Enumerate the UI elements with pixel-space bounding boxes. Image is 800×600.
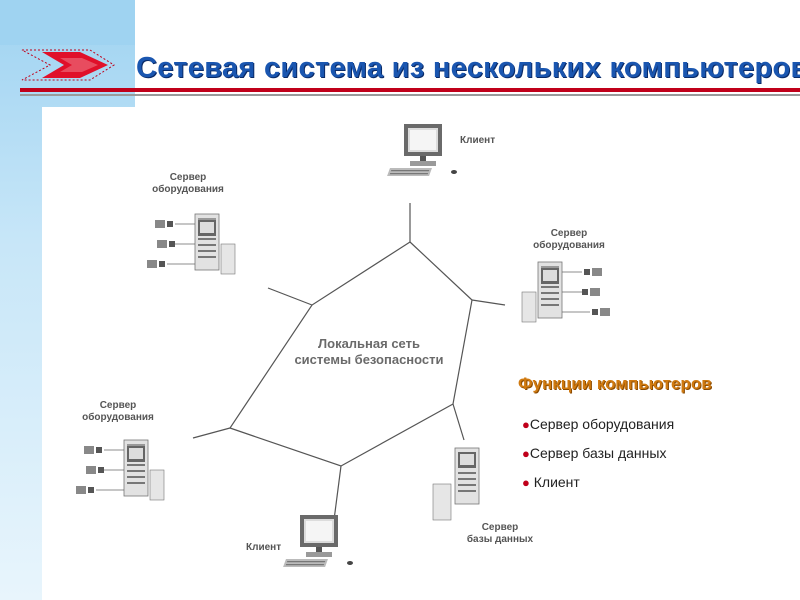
computer-monitor-icon	[387, 124, 457, 176]
network-label-line: Локальная сеть	[318, 336, 420, 351]
top-band	[0, 0, 800, 45]
label-db-server: Сервер базы данных	[452, 522, 548, 546]
network-label-line: системы безопасности	[294, 352, 444, 367]
list-item: ●Сервер оборудования	[522, 414, 674, 443]
list-item: ● Клиент	[522, 472, 674, 501]
computer-monitor-icon	[283, 515, 353, 567]
label-client-top: Клиент	[460, 135, 496, 146]
bullet-icon: ●	[522, 446, 530, 461]
bullet-icon: ●	[522, 475, 530, 490]
page-title: Сетевая система из нескольких компьютеро…	[136, 52, 800, 84]
label-line: Сервер	[550, 228, 588, 239]
server-tower-icon	[147, 214, 235, 274]
label-line: базы данных	[466, 534, 534, 545]
functions-list: ●Сервер оборудования ●Сервер базы данных…	[522, 414, 674, 501]
label-server-left-top: Сервер оборудования	[138, 172, 238, 196]
label-line: Сервер	[99, 400, 137, 411]
server-tower-icon	[522, 262, 610, 322]
label-line: оборудования	[82, 412, 154, 423]
server-tower-icon	[76, 440, 164, 500]
list-item-text: Клиент	[529, 474, 580, 490]
bullet-icon: ●	[522, 417, 530, 432]
label-line: Сервер	[481, 522, 519, 533]
network-label: Локальная сеть системы безопасности	[278, 336, 460, 368]
label-server-right: Сервер оборудования	[517, 228, 621, 252]
content-panel	[42, 107, 800, 600]
label-line: Сервер	[169, 172, 207, 183]
server-tower-icon	[432, 447, 480, 521]
list-item-text: Сервер базы данных	[529, 445, 667, 461]
title-divider	[20, 88, 800, 92]
list-item: ●Сервер базы данных	[522, 443, 674, 472]
label-line: оборудования	[533, 240, 605, 251]
title-divider-shadow	[20, 94, 800, 96]
network-links	[192, 203, 506, 521]
functions-title: Функции компьютеров	[518, 374, 712, 393]
label-server-left-bottom: Сервер оборудования	[66, 400, 170, 424]
label-line: оборудования	[152, 184, 224, 195]
arrow-logo-icon	[21, 49, 115, 81]
label-client-bottom: Клиент	[246, 542, 282, 553]
list-item-text: Сервер оборудования	[529, 416, 675, 432]
